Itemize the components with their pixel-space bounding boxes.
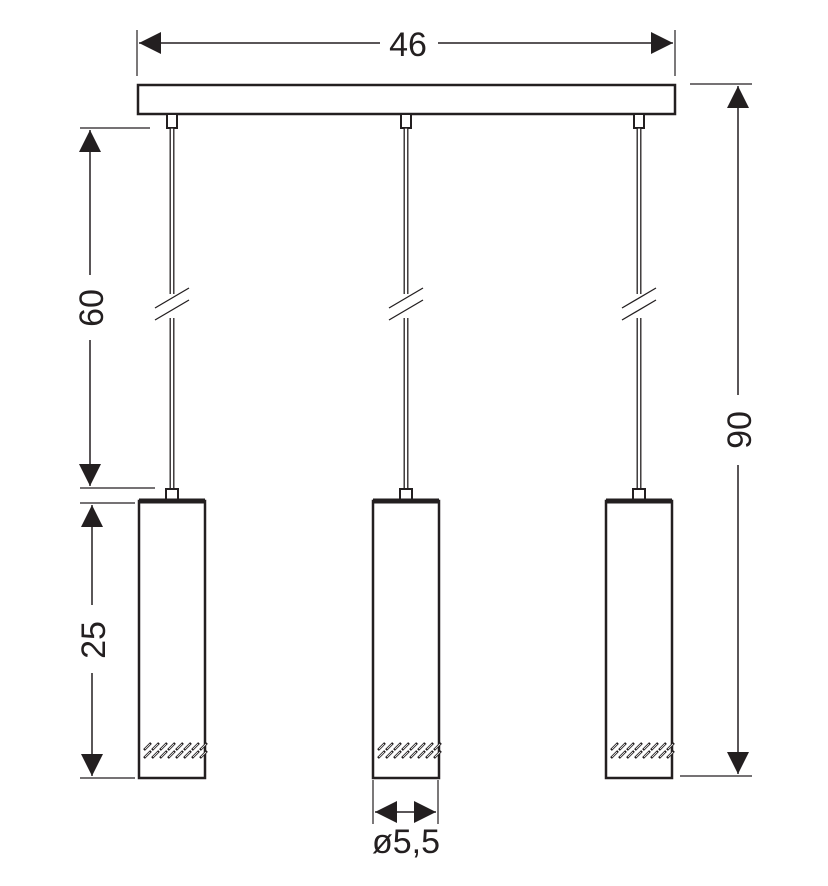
- lamp-shade: [604, 499, 674, 780]
- cable-break-mark: [388, 287, 424, 321]
- shade-decorative-pattern: [610, 742, 675, 759]
- pendant-lamp: [137, 113, 208, 780]
- diameter-label: ø5,5: [372, 823, 440, 861]
- dimension-shade-height: 25: [75, 502, 135, 779]
- shade-connector: [165, 488, 179, 501]
- cable-length-label: 60: [73, 289, 111, 327]
- cable-break-mark: [621, 287, 657, 321]
- pendant-lamp: [371, 113, 442, 780]
- shade-height-label: 25: [75, 621, 113, 659]
- dimension-width: 46: [136, 26, 676, 76]
- dimension-diameter: ø5,5: [372, 780, 440, 861]
- cable-break-mark: [154, 287, 190, 321]
- shade-connector: [399, 488, 413, 501]
- ceiling-canopy: [136, 83, 677, 116]
- dimension-total-height: 90: [680, 83, 759, 777]
- canopy-connector: [166, 113, 178, 129]
- shade-decorative-pattern: [143, 742, 208, 759]
- width-label: 46: [389, 26, 427, 64]
- pendant-lamp: [604, 113, 675, 780]
- dimension-cable-length: 60: [73, 127, 155, 489]
- lamp-shade: [371, 499, 441, 780]
- lamp-shade: [137, 499, 207, 780]
- shade-connector: [632, 488, 646, 501]
- canopy-connector: [633, 113, 645, 129]
- canopy-connector: [400, 113, 412, 129]
- lamps: [137, 113, 675, 780]
- shade-decorative-pattern: [377, 742, 442, 759]
- total-height-label: 90: [721, 411, 759, 449]
